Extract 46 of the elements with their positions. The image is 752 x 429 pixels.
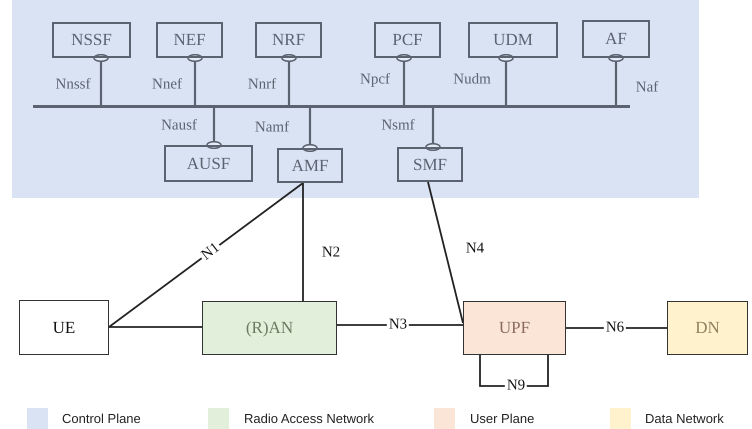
service-interface-line xyxy=(206,108,222,150)
edge-label: Nausf xyxy=(161,118,197,134)
network-function-box: AUSF xyxy=(164,145,253,182)
service-interface-line xyxy=(396,54,412,105)
service-interface-line xyxy=(498,54,514,105)
legend-label: Control Plane xyxy=(62,411,141,426)
service-interface-line xyxy=(281,54,297,105)
network-function-box: DN xyxy=(667,301,748,355)
edge-label: Nnef xyxy=(152,78,182,92)
legend-label: User Plane xyxy=(470,411,534,426)
network-function-box: AF xyxy=(582,20,650,58)
service-interface-line xyxy=(93,54,109,105)
service-interface-line xyxy=(608,54,624,105)
legend-label: Data Network xyxy=(645,411,724,426)
network-function-box: PCF xyxy=(374,22,441,58)
edge-label: Naf xyxy=(636,80,658,96)
network-function-box: UE xyxy=(19,300,109,355)
edge-label: Namf xyxy=(254,120,290,136)
connection-line xyxy=(302,183,304,301)
edge-label: N4 xyxy=(466,242,484,256)
connection-line xyxy=(108,182,304,328)
edge-label: Nnssf xyxy=(56,78,90,92)
service-interface-line xyxy=(187,54,203,105)
edge-label: Nnrf xyxy=(248,78,276,92)
connection-line xyxy=(427,182,464,324)
network-function-box: NEF xyxy=(156,22,223,58)
network-function-box: NSSF xyxy=(52,22,131,58)
service-bus xyxy=(33,105,630,108)
network-function-box: NRF xyxy=(255,22,322,58)
edge-label: Nsmf xyxy=(381,118,415,134)
service-interface-line xyxy=(425,108,441,152)
edge-label: Npcf xyxy=(360,72,390,88)
edge-label: Nudm xyxy=(453,72,491,88)
legend-label: Radio Access Network xyxy=(244,411,374,426)
service-interface-line xyxy=(302,108,318,152)
connection-line xyxy=(337,324,463,326)
connection-line xyxy=(479,355,549,387)
control-plane-area xyxy=(12,0,699,198)
network-function-box: AMF xyxy=(277,148,343,183)
network-function-box: UPF xyxy=(463,301,566,355)
connection-line xyxy=(566,327,667,329)
edge-label: N2 xyxy=(322,246,340,260)
network-function-box: UDM xyxy=(468,22,558,58)
network-function-box: (R)AN xyxy=(202,301,337,355)
network-function-box: SMF xyxy=(397,147,463,182)
connection-line xyxy=(109,326,202,328)
